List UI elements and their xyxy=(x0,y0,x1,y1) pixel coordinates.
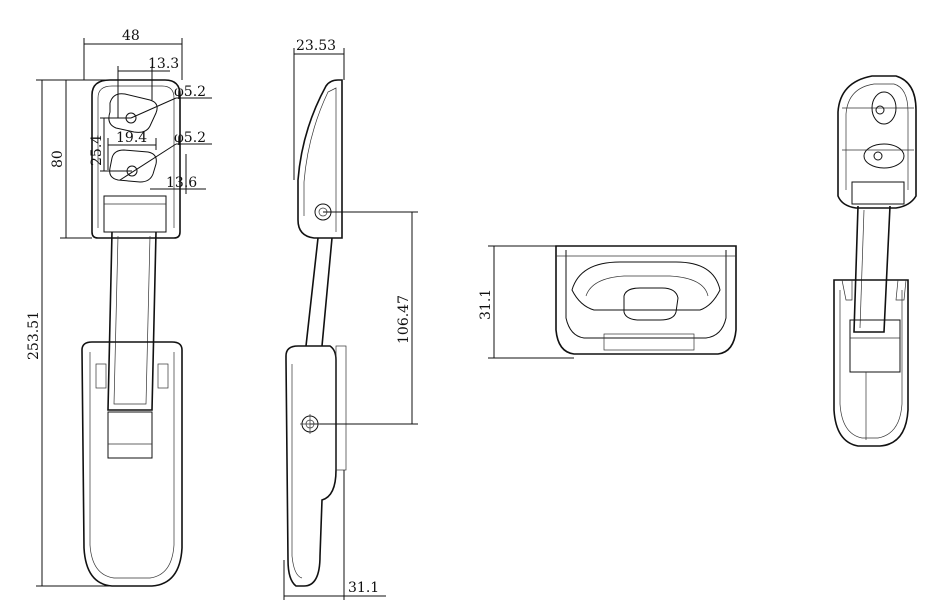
dim-pivot-distance: 106.47 xyxy=(300,211,418,434)
end-view-button xyxy=(623,287,679,321)
iso-upper-plate xyxy=(837,75,917,209)
dim-label-plate-height: 80 xyxy=(50,150,66,168)
side-top-plate xyxy=(297,79,343,239)
side-arm xyxy=(305,237,333,347)
end-view-hood xyxy=(571,261,721,311)
dim-slot-width: 19.4 xyxy=(107,130,157,170)
dim-slot-vertical: 25.4 xyxy=(89,117,132,172)
iso-hook xyxy=(849,319,901,373)
end-view-body xyxy=(555,245,737,355)
dim-label-side-bottom-width: 31.1 xyxy=(348,580,379,596)
front-arm xyxy=(107,231,157,411)
front-hook xyxy=(107,411,153,459)
front-mounting-plate xyxy=(91,79,181,239)
dim-side-top-width: 23.53 xyxy=(293,38,345,180)
iso-arm xyxy=(853,205,891,333)
lower-slot xyxy=(109,149,157,183)
iso-lower-body xyxy=(833,279,909,447)
dim-label-pivot-distance: 106.47 xyxy=(396,295,412,344)
front-lower-body xyxy=(81,341,183,587)
dim-label-slot-spacing-top: 13.3 xyxy=(148,56,179,72)
dim-overall-width: 48 xyxy=(83,28,183,80)
dim-slot-offset: 13.6 xyxy=(150,154,206,194)
dim-label-slot-offset: 13.6 xyxy=(166,175,197,191)
dim-label-overall-width: 48 xyxy=(122,28,140,44)
iso-lower-slot xyxy=(863,143,905,169)
dim-end-view-height: 31.1 xyxy=(478,245,574,359)
dim-plate-height: 80 xyxy=(50,79,110,239)
front-hinge-block xyxy=(103,195,167,233)
side-lower-body xyxy=(285,345,337,587)
upper-slot xyxy=(108,93,158,133)
side-view: 23.53 106.47 31.1 xyxy=(283,38,418,600)
iso-hinge xyxy=(851,181,905,205)
dim-hole-bottom: φ5.2 xyxy=(119,130,212,181)
front-view: 48 13.3 φ5.2 19.4 25.4 xyxy=(26,28,212,587)
end-view: 31.1 xyxy=(478,245,737,359)
dim-label-overall-length: 253.51 xyxy=(26,311,42,360)
dim-label-end-view-height: 31.1 xyxy=(478,289,494,320)
isometric-view xyxy=(833,75,917,447)
dim-slot-spacing-top: 13.3 xyxy=(117,56,179,118)
dim-label-hole-bottom: φ5.2 xyxy=(174,130,206,146)
dim-label-side-top-width: 23.53 xyxy=(296,38,336,54)
dim-hole-top: φ5.2 xyxy=(130,84,212,119)
dim-label-hole-top: φ5.2 xyxy=(174,84,206,100)
dim-side-bottom-width: 31.1 xyxy=(283,470,386,600)
dim-label-slot-width: 19.4 xyxy=(116,130,147,146)
dim-overall-length: 253.51 xyxy=(26,79,112,587)
dim-label-slot-vertical: 25.4 xyxy=(89,135,105,166)
iso-upper-slot xyxy=(871,91,897,125)
